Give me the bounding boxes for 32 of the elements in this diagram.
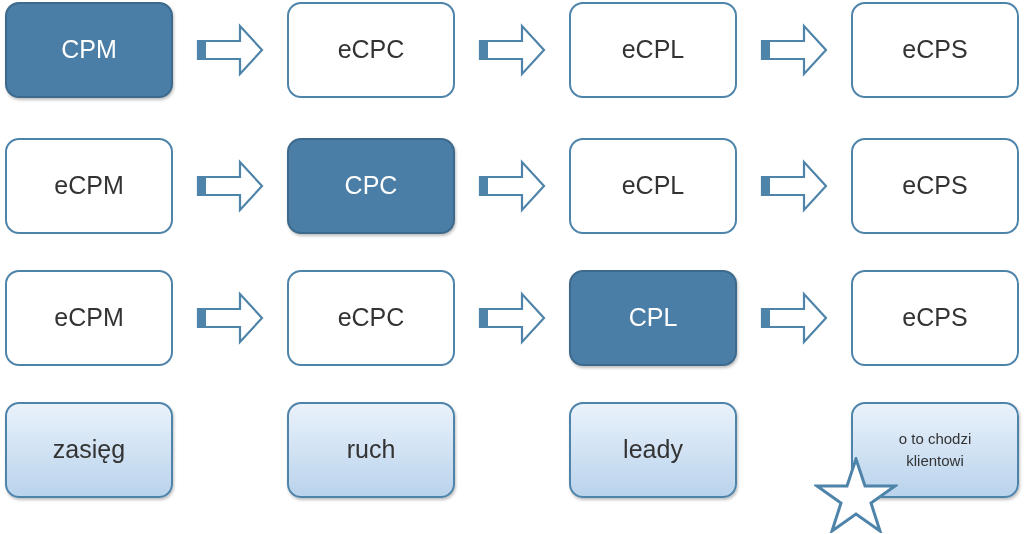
process-box bbox=[569, 138, 737, 234]
process-box bbox=[287, 2, 455, 98]
box-label: eCPM bbox=[54, 302, 124, 334]
goal-box bbox=[5, 402, 173, 498]
box-label: eCPL bbox=[621, 170, 685, 202]
box-label: CPC bbox=[344, 170, 398, 202]
goal-box bbox=[287, 402, 455, 498]
box-label: o to chodzi klientowi bbox=[897, 428, 973, 471]
process-box bbox=[851, 138, 1019, 234]
box-label: eCPL bbox=[621, 34, 685, 66]
box-label: leady bbox=[623, 434, 683, 466]
box-label: eCPS bbox=[902, 34, 968, 66]
process-box bbox=[851, 2, 1019, 98]
box-label: eCPS bbox=[902, 302, 968, 334]
highlighted-box bbox=[569, 270, 737, 366]
highlighted-box bbox=[287, 138, 455, 234]
process-box bbox=[851, 270, 1019, 366]
box-label: ruch bbox=[346, 434, 396, 466]
process-box bbox=[287, 270, 455, 366]
box-label: eCPS bbox=[902, 170, 968, 202]
process-box bbox=[5, 138, 173, 234]
goal-box bbox=[569, 402, 737, 498]
box-label: zasięg bbox=[52, 434, 126, 466]
box-label: eCPC bbox=[337, 34, 405, 66]
box-label: eCPC bbox=[337, 302, 405, 334]
box-label: CPM bbox=[61, 34, 117, 66]
box-label: eCPM bbox=[54, 170, 124, 202]
goal-box bbox=[851, 402, 1019, 498]
process-box bbox=[569, 2, 737, 98]
box-label: CPL bbox=[628, 302, 678, 334]
process-box bbox=[5, 270, 173, 366]
highlighted-box bbox=[5, 2, 173, 98]
